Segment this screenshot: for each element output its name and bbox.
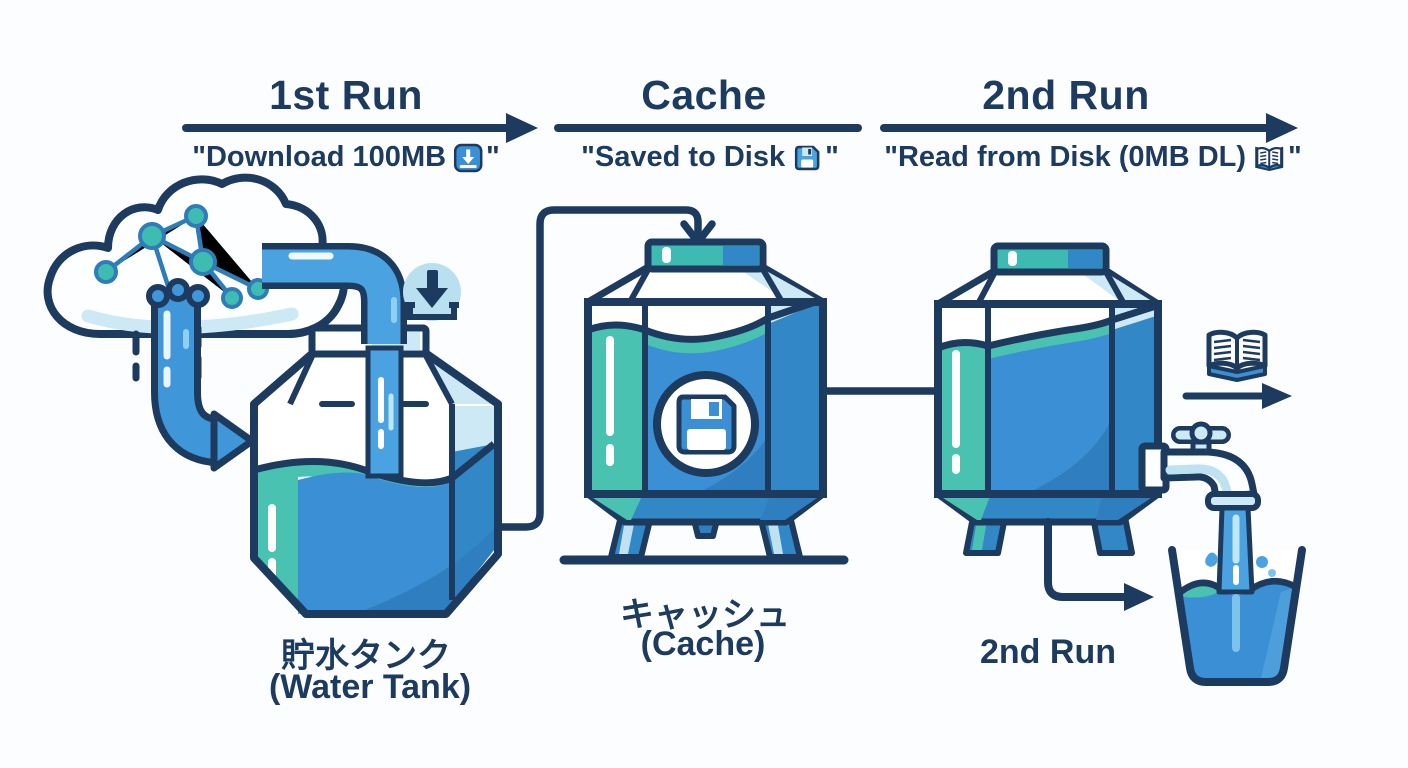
cache-caption: "Saved to Disk "	[581, 141, 839, 174]
cloud-pipe	[262, 243, 407, 344]
first-run-title: 1st Run	[269, 72, 423, 118]
tank1-label-en: (Water Tank)	[268, 668, 472, 706]
cache-tank-2	[559, 238, 849, 565]
water-tank-1	[250, 324, 502, 618]
second-run-title: 2nd Run	[982, 72, 1150, 118]
floppy-disk-in-circle-icon	[653, 371, 759, 477]
second-run-arrow	[880, 113, 1298, 143]
cache-caption-close-quote: "	[825, 141, 839, 173]
open-book-icon	[1255, 146, 1284, 171]
tank3-cap	[990, 242, 1110, 276]
faucet-stream	[1216, 505, 1255, 652]
first-run-caption-close-quote: "	[486, 141, 500, 173]
network-nodes	[94, 204, 269, 309]
first-run-arrow	[182, 113, 538, 143]
floppy-disk-icon	[794, 145, 820, 170]
tank2-label-en: (Cache)	[640, 625, 766, 663]
download-icon	[453, 143, 483, 172]
faucet-icon	[1160, 421, 1261, 511]
tank2-label-jp: キャッシュ	[620, 596, 790, 634]
connector-tank3-to-glass	[1044, 518, 1154, 611]
glass-icon	[1168, 505, 1306, 686]
read-tank-3	[934, 242, 1170, 556]
download-stream-arrow	[146, 278, 256, 472]
tank1-label-jp: 貯水タンク	[281, 637, 451, 675]
second-run-caption-text: "Read from Disk (0MB DL)	[884, 141, 1247, 173]
first-run-caption: "Download 100MB "	[192, 141, 500, 174]
second-run-caption-close-quote: "	[1288, 141, 1302, 173]
tank1-inflow-stream	[365, 345, 404, 479]
splash-drop-right	[1256, 556, 1268, 568]
splash-drop-left	[1205, 552, 1218, 567]
cache-title: Cache	[641, 72, 767, 118]
download-badge-icon	[403, 263, 461, 321]
first-run-caption-text: "Download 100MB	[192, 141, 447, 173]
tank3-label: 2nd Run	[980, 633, 1116, 671]
tank2-cap	[644, 238, 767, 273]
splash-drop-right-small	[1268, 569, 1276, 577]
open-book-icon	[1206, 329, 1268, 382]
second-run-caption: "Read from Disk (0MB DL) "	[884, 141, 1302, 174]
read-indicator	[1182, 329, 1292, 409]
cache-caption-text: "Saved to Disk	[581, 141, 786, 173]
